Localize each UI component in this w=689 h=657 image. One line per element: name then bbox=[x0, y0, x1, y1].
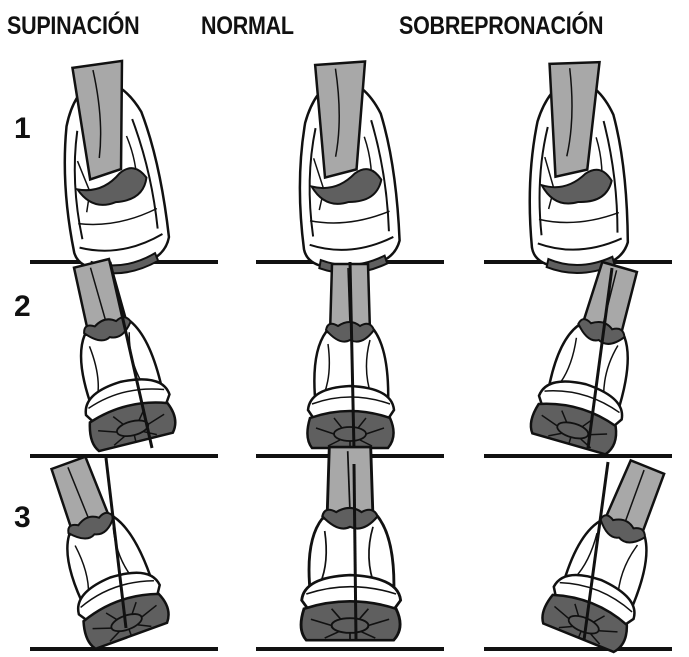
foot-r3-overpronation bbox=[539, 451, 688, 654]
foot-r3-normal bbox=[301, 447, 401, 640]
foot-r1-normal bbox=[290, 60, 402, 276]
axis-line-r3-normal bbox=[354, 464, 356, 640]
foot-r3-supination bbox=[28, 448, 172, 651]
foot-r1-overpronation bbox=[525, 61, 629, 274]
foot-r1-supination bbox=[48, 58, 173, 279]
foot-r2-overpronation bbox=[528, 255, 662, 456]
